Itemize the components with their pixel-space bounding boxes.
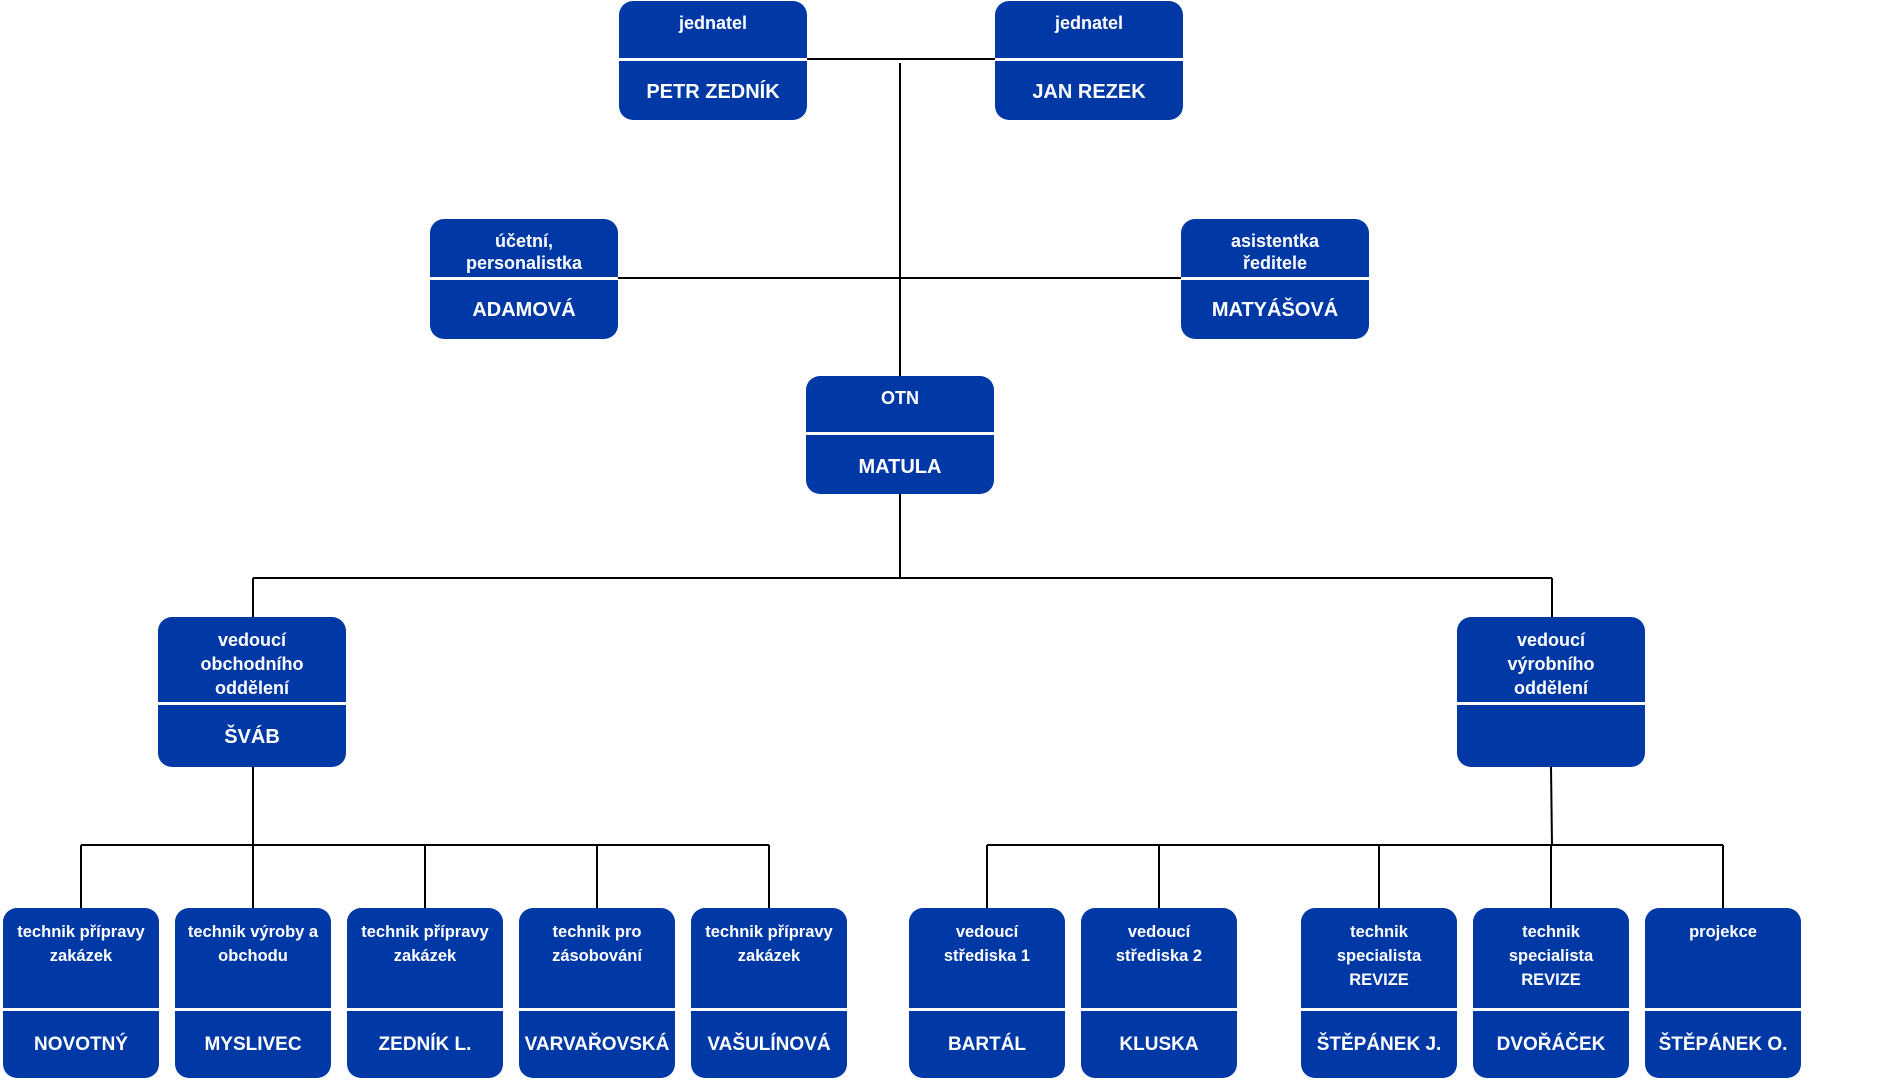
node-varvarovska: technik pro zásobování VARVAŘOVSKÁ <box>519 908 675 1078</box>
node-vasulinova: technik přípravy zakázek VAŠULÍNOVÁ <box>691 908 847 1078</box>
node-role: jednatel <box>678 13 748 33</box>
node-vedouci-obchod: vedoucí obchodního oddělení ŠVÁB <box>158 617 346 767</box>
node-name: JAN REZEK <box>1032 81 1146 103</box>
node-role: vedoucí výrobního oddělení <box>1507 630 1595 698</box>
node-otn-matula: OTN MATULA <box>806 376 994 494</box>
node-name: ŠTĚPÁNEK J. <box>1316 1033 1442 1055</box>
node-role: účetní, personalistka <box>465 231 583 273</box>
node-role: technik výroby a obchodu <box>187 923 319 965</box>
node-name: ŠVÁB <box>224 725 280 748</box>
node-dvoracek: technik specialista REVIZE DVOŘÁČEK <box>1473 908 1629 1078</box>
node-role: OTN <box>881 388 919 408</box>
node-name: KLUSKA <box>1119 1033 1199 1055</box>
node-name: VAŠULÍNOVÁ <box>707 1033 831 1055</box>
node-name: DVOŘÁČEK <box>1496 1033 1606 1055</box>
node-zednik-l: technik přípravy zakázek ZEDNÍK L. <box>347 908 503 1078</box>
node-role: asistentka ředitele <box>1230 231 1320 273</box>
node-divider <box>175 1008 331 1011</box>
node-vedouci-vyroba: vedoucí výrobního oddělení <box>1457 617 1645 767</box>
node-role: vedoucí obchodního oddělení <box>200 630 304 698</box>
node-name: BARTÁL <box>947 1033 1027 1055</box>
node-name: ZEDNÍK L. <box>378 1033 472 1055</box>
node-name: MYSLIVEC <box>204 1033 302 1055</box>
node-kluska: vedoucí střediska 2 KLUSKA <box>1081 908 1237 1078</box>
node-role: projekce <box>1689 923 1757 941</box>
node-name: NOVOTNÝ <box>34 1033 128 1055</box>
node-role: jednatel <box>1054 13 1124 33</box>
node-stepanek-j: technik specialista REVIZE ŠTĚPÁNEK J. <box>1301 908 1457 1078</box>
node-role: vedoucí střediska 1 <box>943 923 1031 965</box>
node-divider <box>158 702 346 705</box>
node-name: ADAMOVÁ <box>472 299 576 321</box>
node-role: technik přípravy zakázek <box>361 923 489 965</box>
node-divider <box>1301 1008 1457 1011</box>
node-divider <box>430 277 618 280</box>
node-ucetni-adamova: účetní, personalistka ADAMOVÁ <box>430 219 618 339</box>
connector <box>1550 766 1553 846</box>
node-role: technik specialista REVIZE <box>1336 923 1422 989</box>
node-divider <box>1181 277 1369 280</box>
node-name: MATYÁŠOVÁ <box>1211 299 1339 321</box>
node-bartal: vedoucí střediska 1 BARTÁL <box>909 908 1065 1078</box>
node-divider <box>691 1008 847 1011</box>
node-name: PETR ZEDNÍK <box>646 81 780 103</box>
node-jednatel-zednik: jednatel PETR ZEDNÍK <box>619 1 807 120</box>
node-divider <box>909 1008 1065 1011</box>
node-role: vedoucí střediska 2 <box>1115 923 1203 965</box>
node-asistentka-matyasova: asistentka ředitele MATYÁŠOVÁ <box>1181 219 1369 339</box>
node-novotny: technik přípravy zakázek NOVOTNÝ <box>3 908 159 1078</box>
node-projekce: projekce ŠTĚPÁNEK O. <box>1645 908 1801 1078</box>
node-role: technik pro zásobování <box>552 923 642 965</box>
node-divider <box>1473 1008 1629 1011</box>
node-name: ŠTĚPÁNEK O. <box>1658 1033 1788 1055</box>
node-divider <box>806 432 994 435</box>
node-divider <box>995 58 1183 61</box>
node-myslivec: technik výroby a obchodu MYSLIVEC <box>175 908 331 1078</box>
node-divider <box>3 1008 159 1011</box>
node-role: technik přípravy zakázek <box>705 923 833 965</box>
node-divider <box>347 1008 503 1011</box>
node-name <box>1457 707 1645 767</box>
node-divider <box>519 1008 675 1011</box>
node-divider <box>619 58 807 61</box>
node-divider <box>1645 1008 1801 1011</box>
node-divider <box>1081 1008 1237 1011</box>
node-jednatel-rezek: jednatel JAN REZEK <box>995 1 1183 120</box>
node-role: technik specialista REVIZE <box>1508 923 1594 989</box>
node-name: MATULA <box>858 455 942 478</box>
node-divider <box>1457 702 1645 705</box>
node-name: VARVAŘOVSKÁ <box>524 1033 670 1055</box>
node-role: technik přípravy zakázek <box>17 923 145 965</box>
